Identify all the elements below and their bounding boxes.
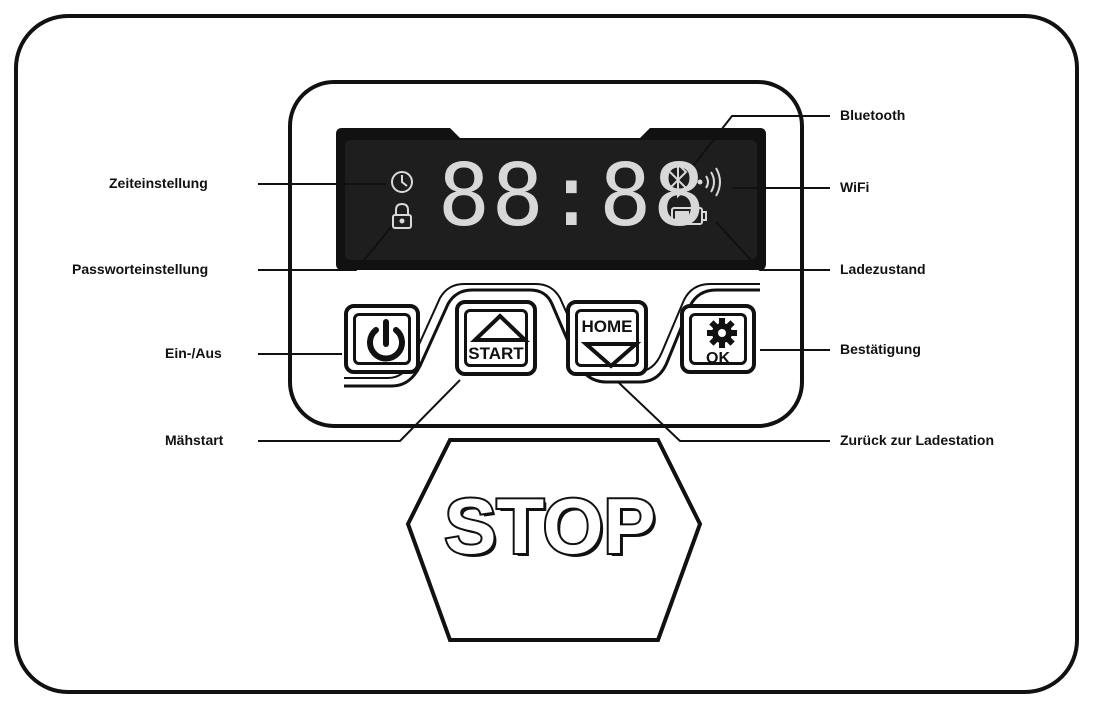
start-button[interactable]: START (455, 300, 537, 376)
leader-password-setting (258, 225, 393, 271)
ok-button-inner (689, 313, 747, 365)
leader-charge-state (715, 221, 830, 271)
power-button[interactable] (344, 304, 420, 374)
label-power: Ein-/Aus (165, 345, 222, 361)
lock-icon (392, 202, 412, 229)
label-bluetooth: Bluetooth (840, 107, 906, 123)
label-mow-start: Mähstart (165, 432, 224, 448)
leader-lines (258, 115, 830, 442)
device-outline (14, 14, 1079, 694)
leader-return-home (617, 381, 830, 442)
triangle-down-icon (580, 342, 642, 369)
label-wifi: WiFi (840, 179, 870, 195)
ok-button[interactable]: OK (680, 304, 756, 374)
clock-icon (391, 171, 413, 193)
home-button-label: HOME (581, 317, 633, 336)
power-icon (367, 319, 405, 362)
ok-button-label: OK (706, 350, 730, 367)
label-return-home: Zurück zur Ladestation (840, 432, 995, 448)
stop-button[interactable]: STOP (443, 482, 658, 570)
stop-button-outline (405, 438, 703, 642)
home-button-inner (575, 309, 639, 367)
battery-icon (671, 207, 707, 225)
lcd-screen (345, 140, 757, 260)
gear-icon (707, 318, 737, 348)
lcd-time-display: 88:88 (438, 146, 707, 246)
leader-mow-start (258, 379, 461, 442)
label-confirm: Bestätigung (840, 341, 921, 357)
start-button-inner (464, 309, 528, 367)
label-charge-state: Ladezustand (840, 261, 926, 277)
home-button[interactable]: HOME (566, 300, 648, 376)
triangle-up-icon (470, 313, 530, 342)
leader-bluetooth (689, 115, 830, 171)
start-button-label: START (468, 344, 524, 363)
power-button-inner (353, 313, 411, 365)
label-time-setting: Zeiteinstellung (109, 175, 208, 191)
wifi-icon (697, 167, 721, 197)
bluetooth-icon (669, 161, 688, 199)
label-password-setting: Passworteinstellung (72, 261, 209, 277)
